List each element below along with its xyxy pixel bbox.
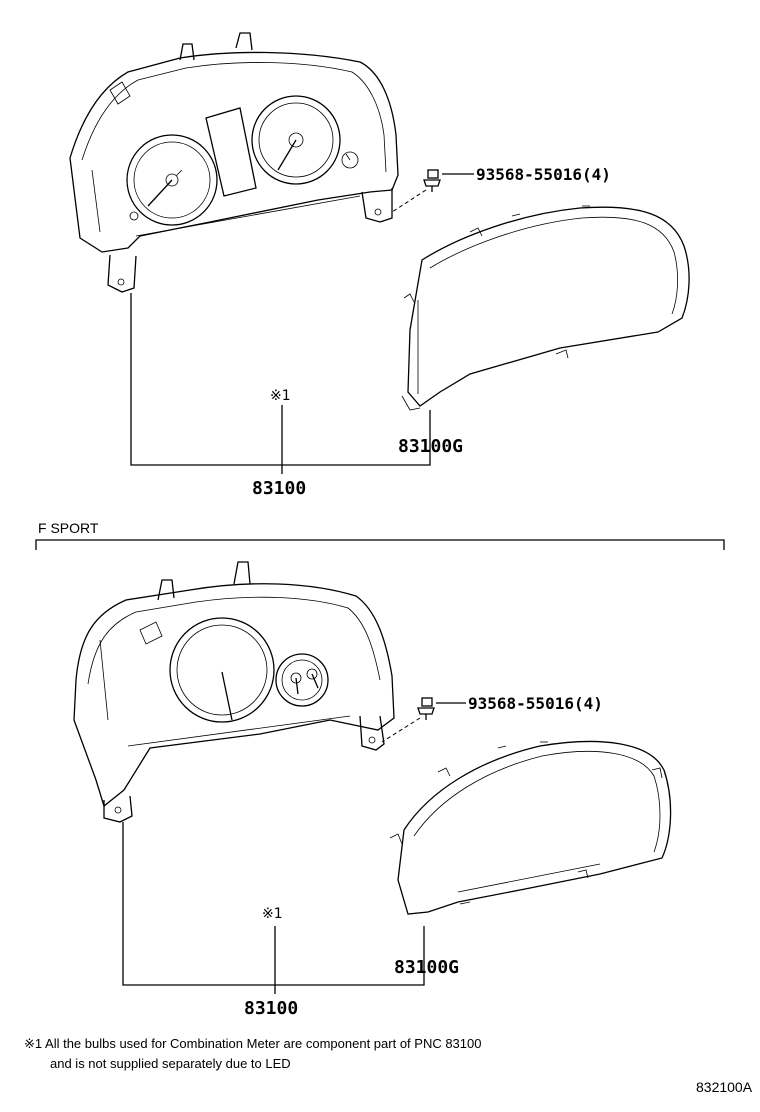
combination-meter-f-sport [73,561,395,823]
meter-cover-lower [389,740,672,915]
footnote-line-1: ※1 All the bulbs used for Combination Me… [24,1036,481,1051]
note-marker-lower: ※1 [262,906,283,922]
leader-line-lower [122,822,425,986]
meter-cover-upper [401,205,690,411]
diagram-reference-code: 832100A [696,1079,753,1095]
combination-meter-standard [69,32,399,293]
bolt-part-number-lower: 93568-55016(4) [468,694,603,713]
section-label: F SPORT [38,520,99,536]
bolt-part-number-upper: 93568-55016(4) [476,165,611,184]
note-marker-upper: ※1 [270,388,291,404]
cover-part-number-upper: 83100G [398,436,463,457]
cover-part-number-lower: 83100G [394,957,459,978]
assembly-part-number-lower: 83100 [244,998,298,1019]
footnote-line-2: and is not supplied separately due to LE… [50,1056,291,1071]
bolt-lower [381,697,466,743]
assembly-part-number-upper: 83100 [252,478,306,499]
bolt-upper [391,169,474,213]
leader-line-upper [130,293,431,466]
section-bracket [35,539,725,550]
